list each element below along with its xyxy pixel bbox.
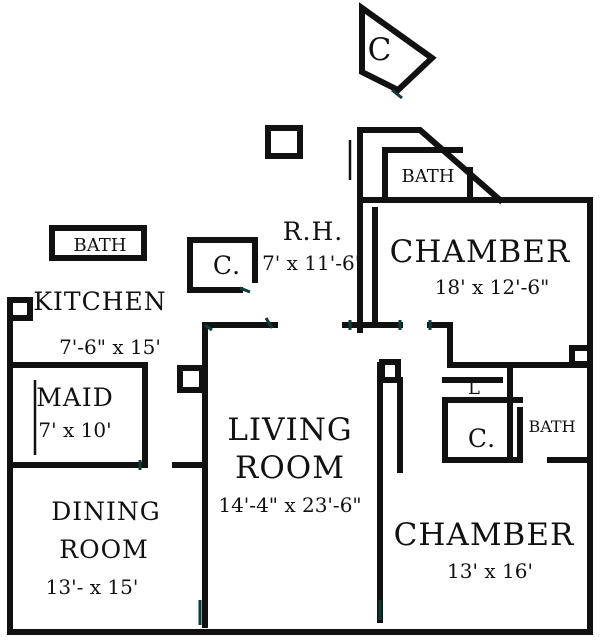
living-room-label-line1: LIVING	[227, 412, 352, 448]
chamber-bottom-label: CHAMBER	[394, 517, 575, 553]
maid-dims: 7' x 10'	[38, 418, 111, 442]
maid-label: MAID	[36, 383, 114, 412]
closet-top-label: C	[368, 32, 393, 68]
service-walls	[7, 225, 148, 468]
chamber-top-label: CHAMBER	[390, 234, 571, 270]
chimney-box	[265, 125, 303, 159]
chamber-bottom-dims: 13' x 16'	[447, 559, 533, 583]
bath-right-label: BATH	[528, 417, 575, 436]
room-labels: C BATH CHAMBER 18' x 12'-6" R.H. 7' x 11…	[33, 32, 575, 599]
chamber-top-dims: 18' x 12'-6"	[435, 275, 550, 299]
kitchen-label: KITCHEN	[33, 287, 166, 316]
dining-room-label-line1: DINING	[51, 497, 161, 526]
closet-rh-label: C.	[213, 251, 241, 280]
bath-top-walls	[348, 127, 505, 205]
rh-dims: 7' x 11'-6"	[262, 251, 364, 275]
rh-label: R.H.	[283, 217, 344, 246]
right-closets-walls	[442, 345, 593, 463]
hall-walls	[202, 207, 593, 368]
bath-top-label: BATH	[402, 166, 455, 187]
living-room-dims: 14'-4" x 23'-6"	[218, 493, 361, 517]
closet-bottom-label: C.	[468, 424, 496, 453]
bath-left-label: BATH	[74, 235, 127, 256]
living-room-label-line2: ROOM	[235, 450, 345, 486]
kitchen-dims: 7'-6" x 15'	[59, 335, 161, 359]
dining-room-label-line2: ROOM	[59, 535, 148, 564]
living-room-walls	[172, 322, 403, 628]
linen-label: L	[468, 378, 480, 399]
door-markers	[138, 286, 432, 625]
closet-rh-walls	[187, 237, 258, 293]
closet-top-shape	[359, 2, 437, 100]
dining-room-dims: 13'- x 15'	[46, 575, 139, 599]
